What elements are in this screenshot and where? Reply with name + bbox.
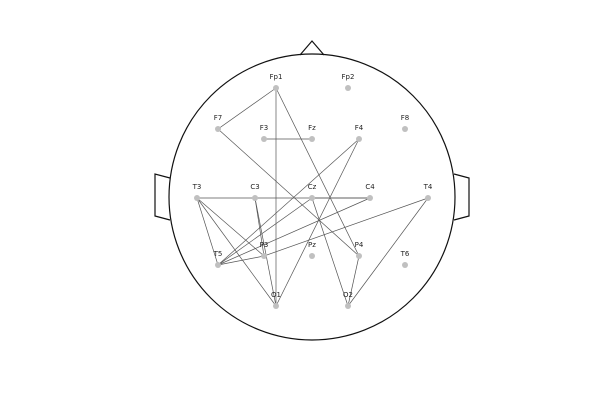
connection-t4-p3 [263, 197, 429, 257]
electrode-f4 [356, 136, 362, 142]
electrode-label-p4: P4 [355, 241, 364, 249]
electrode-fz [309, 136, 315, 142]
connection-cz-t5 [217, 197, 313, 266]
electrode-cz [309, 195, 315, 201]
connection-fp1-p4 [275, 87, 360, 257]
electrode-label-c3: C3 [250, 183, 259, 191]
electrode-label-f8: F8 [401, 114, 409, 122]
connection-f7-p4 [217, 128, 360, 257]
connection-f4-o1 [275, 138, 360, 307]
electrode-label-fz: Fz [308, 124, 316, 132]
electrode-t6 [402, 262, 408, 268]
connection-cz-o2 [311, 197, 349, 307]
connections-layer [196, 87, 429, 307]
electrode-label-f4: F4 [355, 124, 364, 132]
electrode-f7 [215, 126, 221, 132]
electrode-t3 [194, 195, 200, 201]
right-ear [453, 173, 470, 221]
electrode-label-pz: Pz [308, 241, 316, 249]
electrode-label-f7: F7 [214, 114, 222, 122]
electrode-label-o1: O1 [271, 291, 281, 299]
electrode-pz [309, 253, 315, 259]
electrode-f3 [261, 136, 267, 142]
electrode-p3 [261, 253, 267, 259]
electrodes-layer [194, 85, 431, 309]
electrode-fp2 [345, 85, 351, 91]
electrode-t4 [425, 195, 431, 201]
connection-c3-o1 [254, 197, 277, 307]
electrode-label-f3: F3 [260, 124, 268, 132]
electrode-o1 [273, 303, 279, 309]
electrode-label-c4: C4 [365, 183, 375, 191]
electrode-label-t4: T4 [423, 183, 433, 191]
electrode-label-cz: Cz [308, 183, 317, 191]
electrode-label-fp2: Fp2 [342, 73, 355, 81]
connection-t3-t5 [196, 197, 219, 266]
electrode-c4 [367, 195, 373, 201]
left-ear [154, 173, 171, 221]
connection-t3-p3 [196, 197, 265, 257]
electrode-t5 [215, 262, 221, 268]
electrode-f8 [402, 126, 408, 132]
electrode-c3 [252, 195, 258, 201]
electrode-o2 [345, 303, 351, 309]
connection-f4-t5 [217, 138, 360, 266]
head-outline [168, 53, 456, 341]
connection-t4-o2 [347, 197, 429, 307]
electrode-p4 [356, 253, 362, 259]
electrode-label-t5: T5 [213, 250, 223, 258]
electrode-label-t6: T6 [400, 250, 410, 258]
electrode-label-t3: T3 [192, 183, 202, 191]
electrode-label-p3: P3 [260, 241, 269, 249]
electrode-fp1 [273, 85, 279, 91]
connection-fp1-f7 [217, 87, 277, 130]
connection-c3-p3 [254, 197, 265, 257]
nose-marker [299, 40, 325, 56]
connection-p4-o2 [347, 255, 360, 307]
connection-c4-t5 [217, 197, 371, 266]
electrode-label-o2: O2 [343, 291, 353, 299]
electrode-label-fp1: Fp1 [270, 73, 283, 81]
connection-t5-p3 [217, 255, 265, 266]
